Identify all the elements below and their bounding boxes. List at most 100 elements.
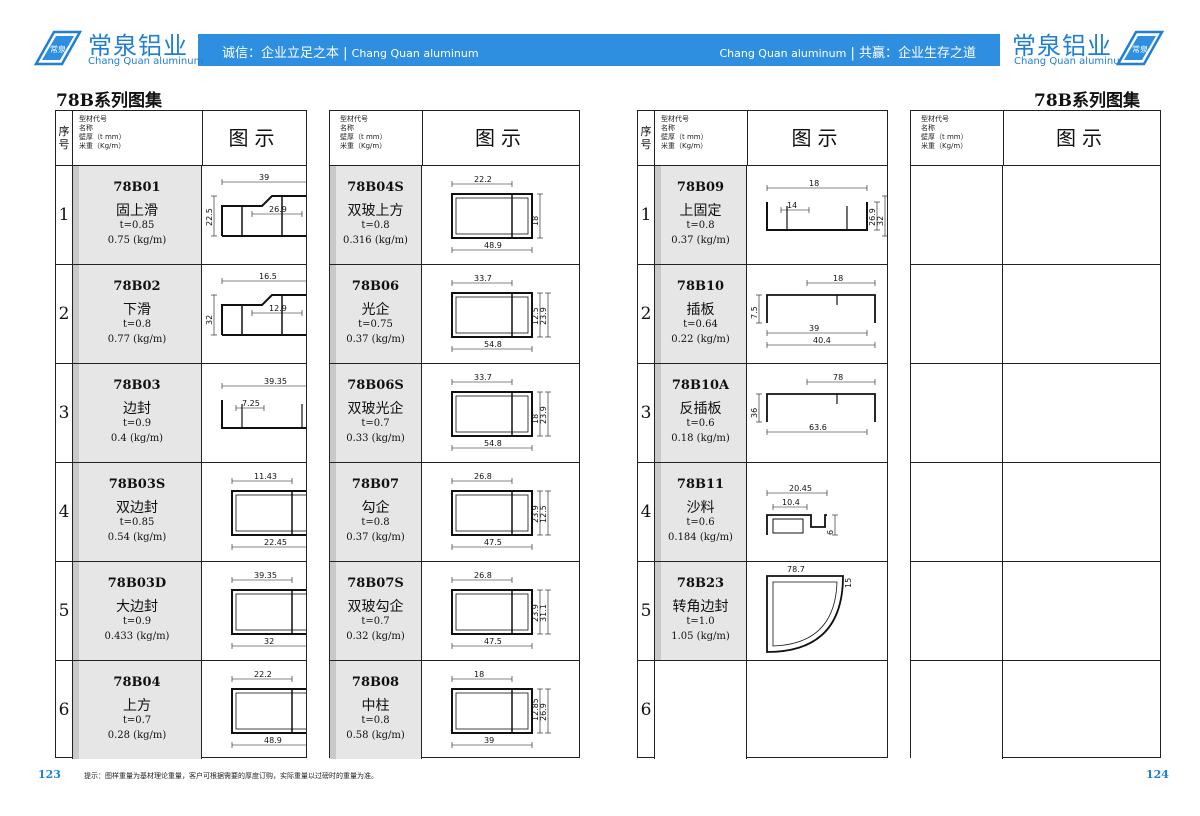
meta-line: 壁厚（t mm） xyxy=(661,133,708,141)
weight-per-meter: 0.58 (kg/m) xyxy=(346,730,405,741)
profile-code: 78B01 xyxy=(113,180,161,195)
profile-drawing: 22.248.918 xyxy=(451,175,543,253)
svg-text:48.9: 48.9 xyxy=(264,736,282,745)
profile-figure xyxy=(747,661,887,759)
table-row xyxy=(911,265,1160,364)
svg-text:18: 18 xyxy=(474,670,484,679)
svg-text:32: 32 xyxy=(205,315,214,325)
cell-shade xyxy=(330,562,336,660)
svg-text:32: 32 xyxy=(876,216,885,226)
weight-per-meter: 1.05 (kg/m) xyxy=(671,631,730,642)
svg-text:23.9: 23.9 xyxy=(539,307,548,325)
svg-text:54.8: 54.8 xyxy=(484,340,502,349)
svg-text:47.5: 47.5 xyxy=(484,538,502,547)
profile-name: 双玻勾企 xyxy=(347,599,404,615)
meta-line: 型材代号 xyxy=(340,115,368,123)
svg-text:18: 18 xyxy=(833,274,843,283)
brand-name-en: Chang Quan aluminum xyxy=(1014,56,1130,67)
series-title-left: 78B系列图集 xyxy=(56,91,163,111)
cell-shade xyxy=(73,463,79,561)
figure-header: 图示 xyxy=(747,111,887,165)
table-header: 序号型材代号名称壁厚（t mm）米重（Kg/m）图示 xyxy=(56,111,306,166)
profile-info xyxy=(911,463,1003,561)
meta-line: 型材代号 xyxy=(661,115,689,123)
svg-text:12.5: 12.5 xyxy=(539,505,548,523)
row-number: 2 xyxy=(56,265,73,363)
row-number: 1 xyxy=(638,166,655,264)
cell-shade xyxy=(330,265,336,363)
svg-text:14: 14 xyxy=(787,201,797,210)
profile-code: 78B06S xyxy=(347,378,404,393)
table-row xyxy=(911,562,1160,661)
seq-header: 序号 xyxy=(56,111,73,165)
row-number: 1 xyxy=(56,166,73,264)
slogan-right: Chang Quan aluminum | 共赢：企业生存之道 xyxy=(719,42,976,61)
wall-thickness: t=0.8 xyxy=(122,319,152,330)
profile-figure xyxy=(1003,562,1160,660)
wall-thickness: t=0.64 xyxy=(683,319,718,330)
svg-text:20.45: 20.45 xyxy=(789,484,812,493)
table-row xyxy=(911,463,1160,562)
wall-thickness: t=0.9 xyxy=(122,616,152,627)
svg-text:47.5: 47.5 xyxy=(484,637,502,646)
profile-name: 中柱 xyxy=(361,698,390,714)
weight-per-meter: 0.77 (kg/m) xyxy=(107,334,167,345)
svg-text:39.35: 39.35 xyxy=(264,377,287,386)
profile-code: 78B03S xyxy=(108,477,166,492)
wall-thickness: t=0.6 xyxy=(686,517,715,528)
weight-per-meter: 0.184 (kg/m) xyxy=(668,532,733,543)
svg-text:22.2: 22.2 xyxy=(474,175,492,184)
profile-info xyxy=(911,166,1003,264)
logo-mark-icon: 常泉 xyxy=(1116,30,1164,66)
weight-per-meter: 0.37 (kg/m) xyxy=(346,334,405,345)
svg-text:18: 18 xyxy=(531,414,540,424)
column-meta-header: 型材代号名称壁厚（t mm）米重（Kg/m） xyxy=(340,115,387,151)
cell-shade xyxy=(73,661,79,759)
logo-mark-text: 常泉 xyxy=(50,44,66,54)
table-row xyxy=(911,166,1160,265)
profile-code: 78B07S xyxy=(347,576,404,591)
weight-per-meter: 0.54 (kg/m) xyxy=(107,532,167,543)
cell-shade xyxy=(655,562,661,660)
row-number: 5 xyxy=(638,562,655,660)
weight-per-meter: 0.4 (kg/m) xyxy=(110,433,164,444)
profile-code: 78B23 xyxy=(676,576,725,591)
profile-drawing: 22.248.912.56.5 xyxy=(231,670,306,748)
profile-name: 光企 xyxy=(361,302,390,318)
svg-text:12.5: 12.5 xyxy=(531,307,540,325)
meta-line: 名称 xyxy=(340,124,354,132)
wall-thickness: t=1.0 xyxy=(686,616,715,627)
brand-name-cn: 常泉铝业 xyxy=(1012,32,1112,60)
weight-per-meter: 0.33 (kg/m) xyxy=(346,433,405,444)
svg-text:18: 18 xyxy=(531,216,540,226)
column-meta-header: 型材代号名称壁厚（t mm）米重（Kg/m） xyxy=(921,115,968,151)
svg-text:26.9: 26.9 xyxy=(269,205,287,214)
profile-code: 78B10 xyxy=(676,279,725,294)
profile-figure: 39.357.257.515 xyxy=(202,364,306,462)
series-title-right: 78B系列图集 xyxy=(1034,91,1141,111)
table-header: 型材代号名称壁厚（t mm）米重（Kg/m）图示 xyxy=(911,111,1160,166)
